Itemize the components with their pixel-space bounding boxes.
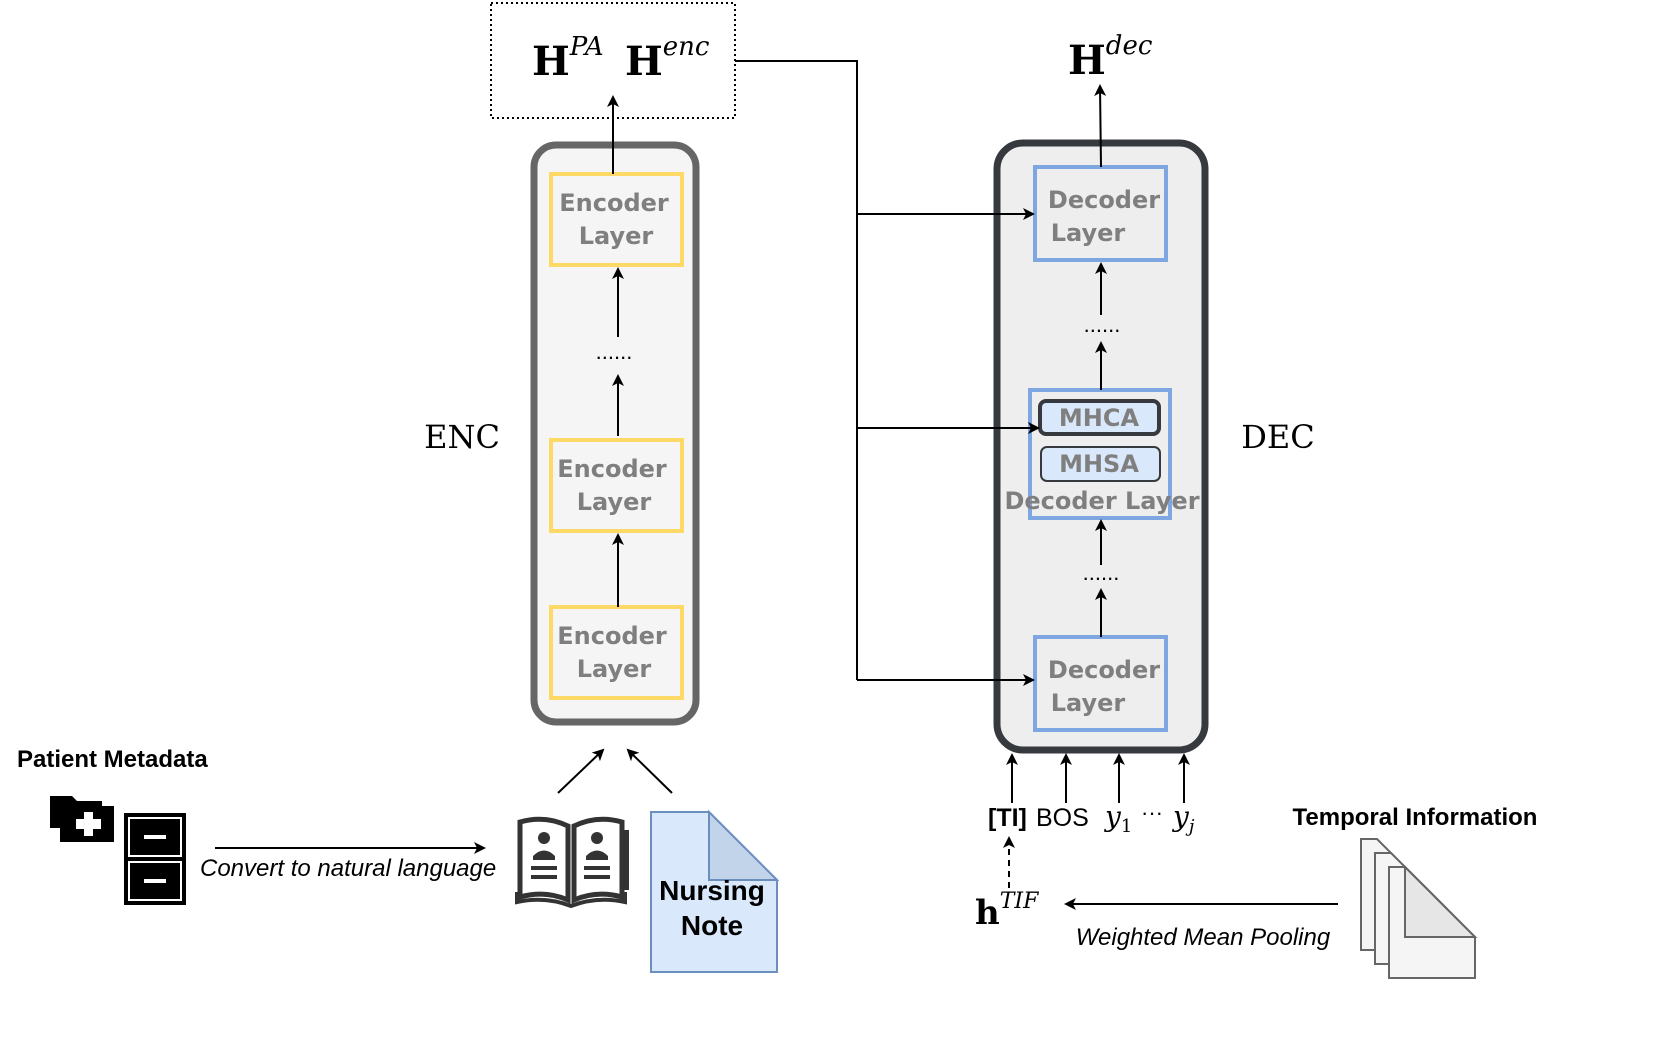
document-stack-icon: [1360, 838, 1478, 979]
svg-text:Nursing: Nursing: [659, 875, 765, 906]
weighted-pooling-label: Weighted Mean Pooling: [1076, 924, 1331, 951]
convert-label: Convert to natural language: [200, 855, 496, 882]
svg-text:Decoder: Decoder: [1048, 656, 1160, 684]
h-tif-label: hTIF: [975, 889, 1039, 933]
svg-text:Layer: Layer: [577, 655, 652, 683]
token-ellipsis: ···: [1141, 800, 1163, 825]
svg-text:Layer: Layer: [1051, 689, 1126, 717]
nursing-note-document: Nursing Note: [650, 809, 780, 973]
encoder-layer-middle: Encoder Layer: [549, 438, 684, 533]
arrow-note-to-encoder: [626, 748, 673, 794]
enc-label: ENC: [424, 418, 500, 456]
encoder-dots: ......: [596, 339, 633, 364]
temporal-information-label: Temporal Information: [1293, 804, 1538, 831]
svg-text:Note: Note: [681, 910, 743, 941]
svg-text:Decoder: Decoder: [1048, 186, 1160, 214]
mhca-block: [1038, 399, 1161, 436]
encoder-container: [530, 141, 700, 726]
h-dec-label: Hdec: [1068, 31, 1153, 84]
svg-text:Layer: Layer: [577, 488, 652, 516]
h-enc-label: Henc: [625, 32, 710, 85]
svg-text:Decoder Layer: Decoder Layer: [1004, 487, 1199, 515]
svg-text:Encoder: Encoder: [557, 622, 667, 650]
svg-text:Encoder: Encoder: [559, 189, 669, 217]
token-ti: [TI]: [988, 804, 1027, 832]
arrow-dec-to-output: [1094, 84, 1107, 168]
medical-folder-icon: [50, 796, 114, 842]
token-yj: yj: [1171, 800, 1195, 837]
decoder-layer-top: Decoder Layer: [1033, 165, 1168, 262]
decoder-dots-top: ......: [1084, 312, 1121, 337]
patient-metadata-label: Patient Metadata: [17, 746, 208, 773]
file-cabinet-icon: [124, 813, 186, 905]
svg-text:Layer: Layer: [579, 222, 654, 250]
encoder-layer-bottom: Encoder Layer: [549, 605, 684, 700]
encoder-layer-top: Encoder Layer: [549, 172, 684, 267]
arrow-book-to-encoder: [557, 748, 605, 794]
cross-attention-trunk: [735, 60, 858, 680]
svg-text:MHSA: MHSA: [1059, 450, 1139, 478]
decoder-layer-expanded: MHCA MHSA Decoder Layer: [1004, 388, 1200, 520]
dec-label: DEC: [1241, 418, 1315, 456]
token-bos: BOS: [1036, 804, 1089, 832]
svg-text:MHCA: MHCA: [1059, 404, 1140, 432]
h-pa-label: HPA: [532, 32, 604, 85]
svg-text:Layer: Layer: [1051, 219, 1126, 247]
token-y1: y1: [1103, 800, 1132, 837]
patient-book-icon: [515, 816, 629, 909]
mhsa-block: [1040, 446, 1161, 482]
decoder-layer-bottom: Decoder Layer: [1033, 635, 1168, 732]
svg-text:Encoder: Encoder: [557, 455, 667, 483]
